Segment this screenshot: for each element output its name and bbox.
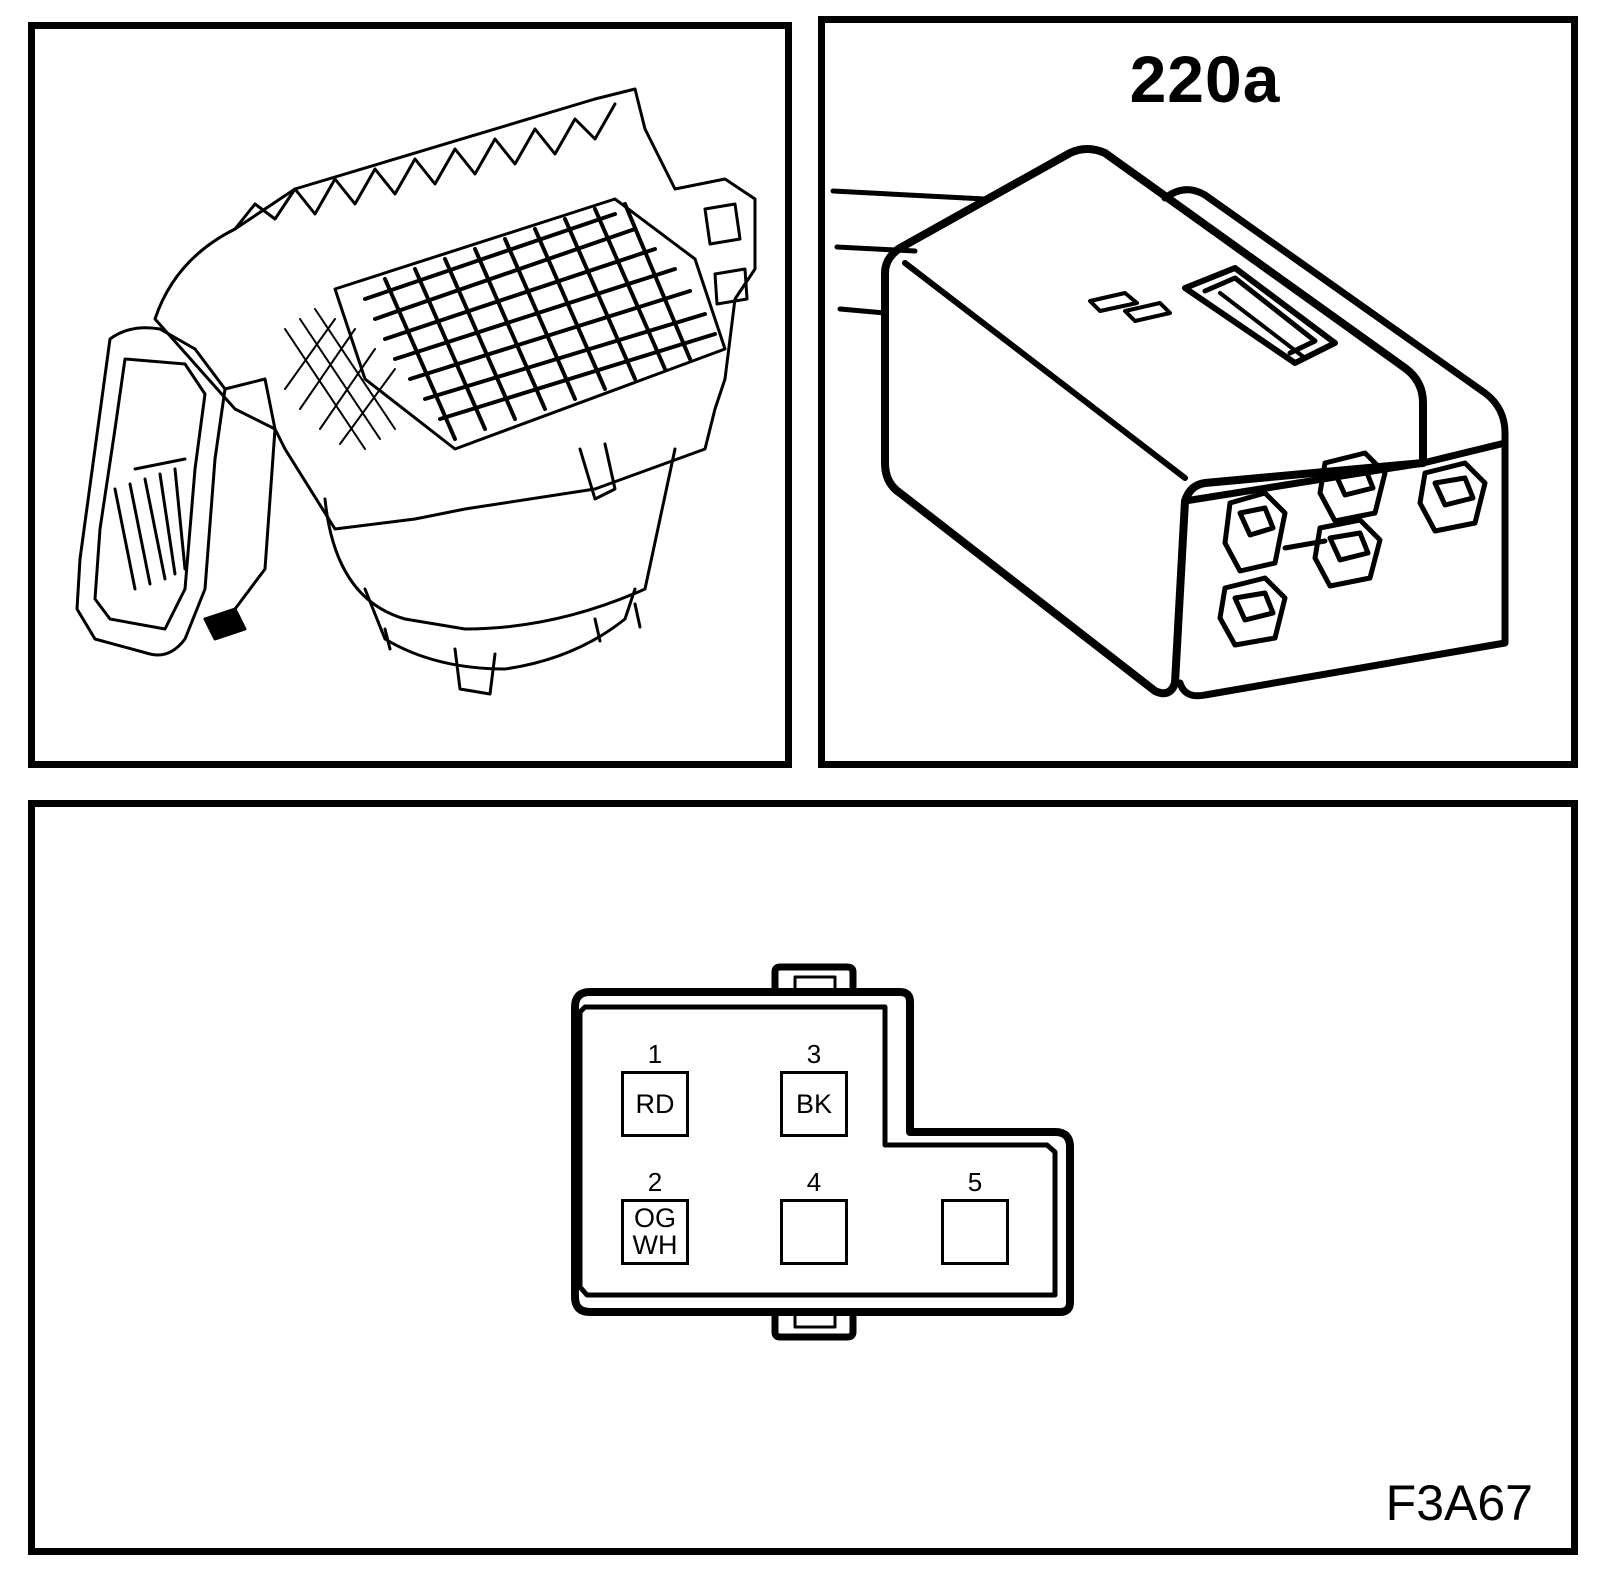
pin-number: 3: [806, 1039, 822, 1069]
figure-code: F3A67: [1385, 1475, 1533, 1531]
pin-number: 1: [647, 1039, 663, 1069]
connector-label: 220a: [1129, 42, 1281, 116]
pin-cavity: OG WH: [621, 1199, 689, 1265]
wire-color: BK: [795, 1088, 833, 1119]
pin-number: 2: [647, 1167, 663, 1197]
pin-number: 5: [967, 1167, 983, 1197]
pin-cavity: [780, 1199, 848, 1265]
pin-number: 4: [806, 1167, 822, 1197]
wire-color: RD: [635, 1088, 675, 1119]
pinout-panel: 1 RD 3 BK 2 OG WH 4 5 F3A67: [28, 800, 1578, 1555]
blower-motor-icon: [75, 87, 757, 696]
pin-cavity: RD: [621, 1071, 689, 1137]
pin-cavity: BK: [780, 1071, 848, 1137]
connector-panel: 220a: [818, 16, 1578, 768]
connector-icon: [830, 145, 1509, 700]
wire-color: WH: [632, 1230, 678, 1260]
connector-face-icon: [571, 963, 1074, 1341]
wire-color: OG: [633, 1203, 676, 1233]
blower-panel: [28, 22, 792, 768]
pin-cavity: [941, 1199, 1009, 1265]
